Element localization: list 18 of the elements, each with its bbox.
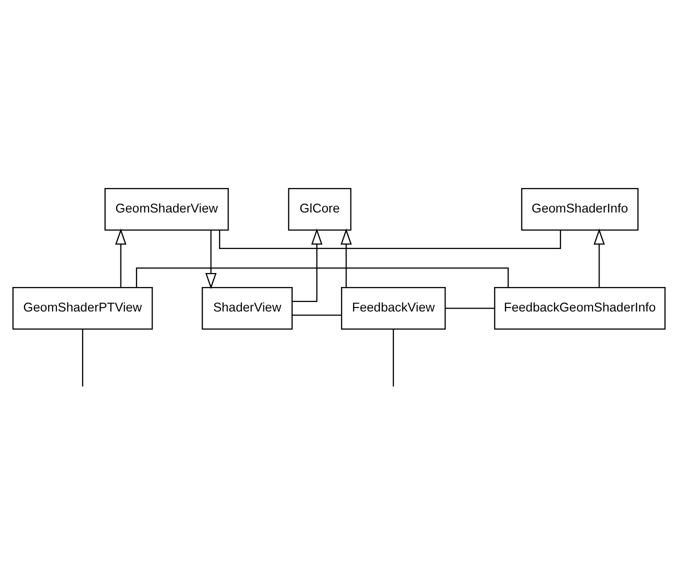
connector xyxy=(136,267,509,288)
node-box: GeomShaderInfo xyxy=(521,188,639,231)
arrow xyxy=(205,230,217,290)
node-box: GeomShaderPTView xyxy=(12,287,153,330)
connector xyxy=(292,314,342,316)
node-box: GlCore xyxy=(288,188,352,231)
arrow xyxy=(340,228,352,288)
node-box: ShaderView xyxy=(202,287,293,330)
node-box: GeomShaderView xyxy=(104,188,229,231)
connector xyxy=(392,329,394,386)
node-box: FeedbackGeomShaderInfo xyxy=(494,287,666,330)
arrow xyxy=(292,228,322,302)
connector xyxy=(219,230,562,250)
arrow xyxy=(115,228,126,288)
arrow xyxy=(594,228,605,288)
connector xyxy=(82,329,84,386)
connector xyxy=(445,308,495,309)
node-box: FeedbackView xyxy=(341,287,446,330)
